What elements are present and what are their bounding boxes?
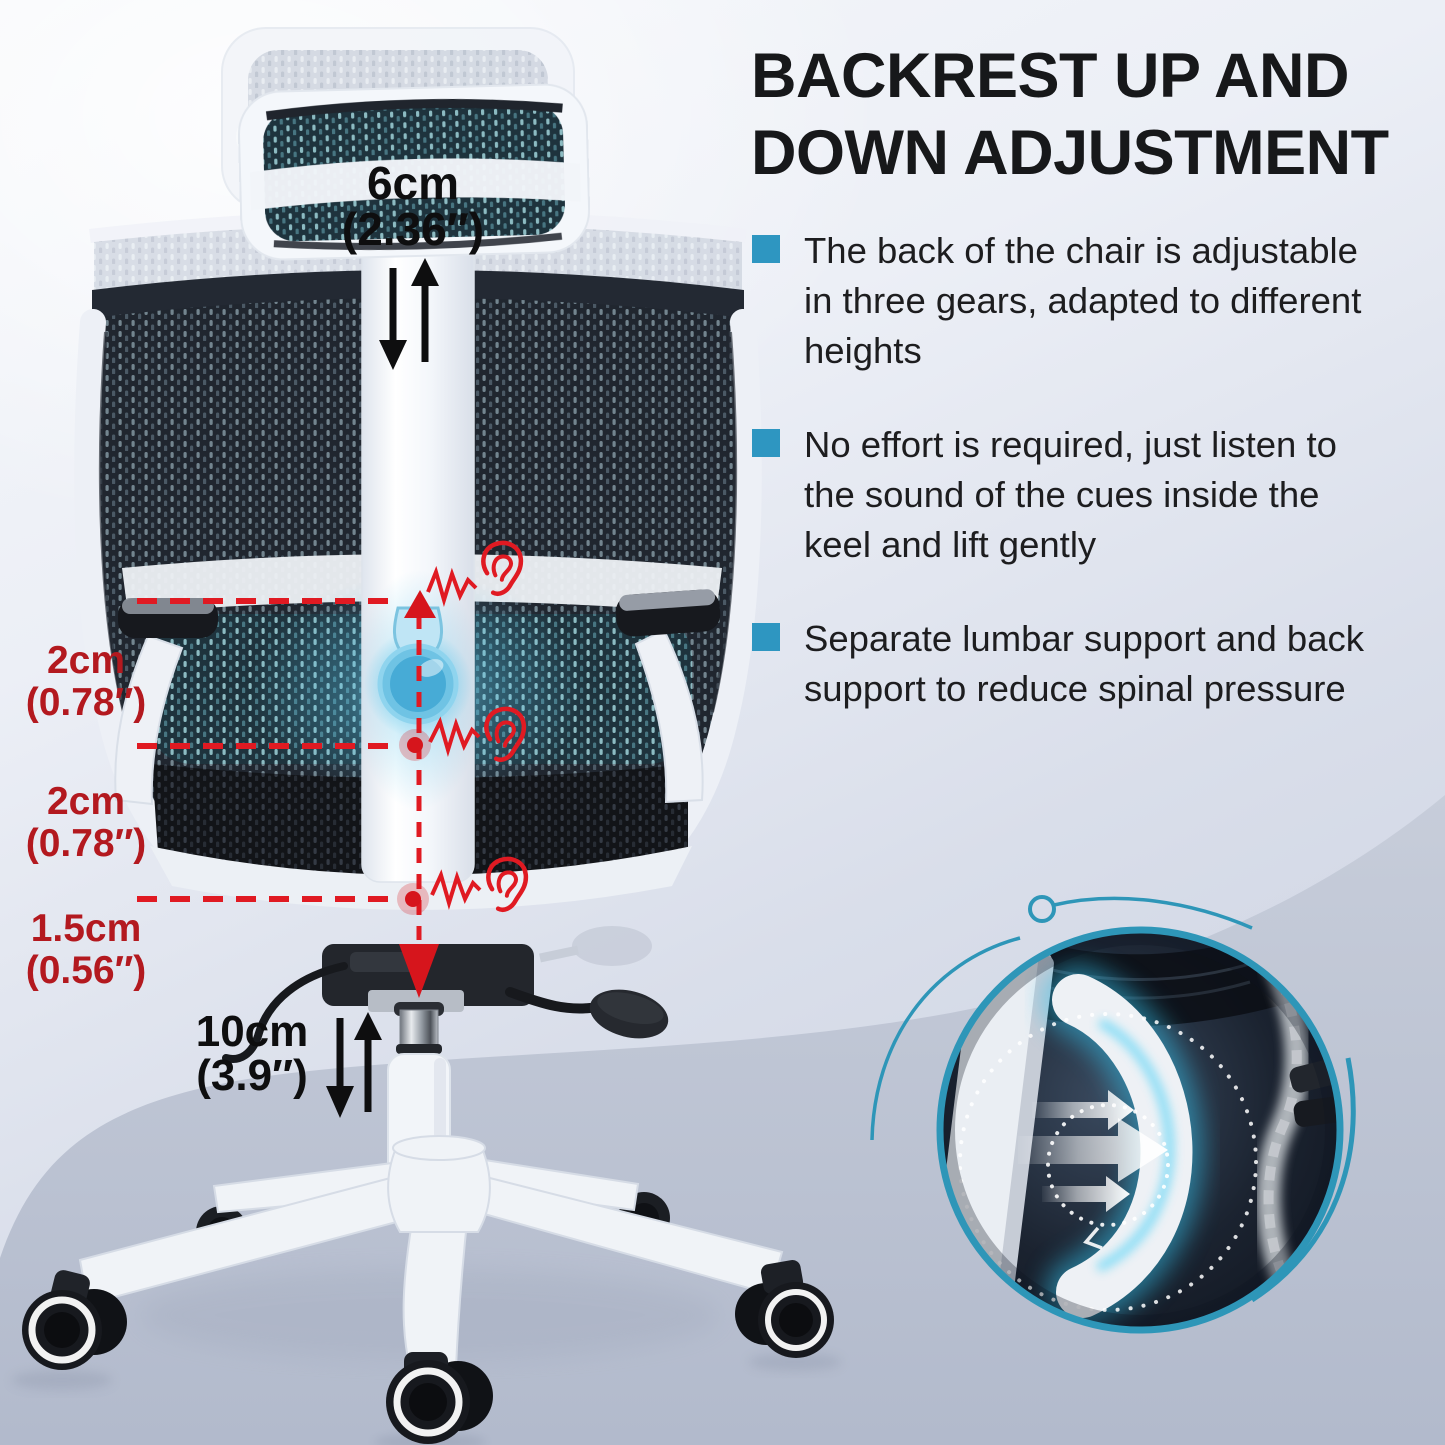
measurement-gear-gap-1: 2cm (0.78″) <box>4 640 168 724</box>
measurement-imperial: (0.56″) <box>25 949 147 992</box>
square-bullet-icon <box>752 429 780 457</box>
inset-ring <box>936 926 1344 1334</box>
caster-left <box>12 1270 127 1390</box>
measurement-gear-gap-3: 1.5cm (0.56″) <box>0 908 172 992</box>
measurement-value: 1.5cm <box>30 907 142 950</box>
measurement-gear-gap-2: 2cm (0.78″) <box>4 781 168 865</box>
spine-xray <box>1256 952 1309 1298</box>
decorative-arc-right <box>1250 1057 1356 1303</box>
square-bullet-icon <box>752 235 780 263</box>
measurement-headrest-travel: 6cm (2.36″) <box>288 160 538 252</box>
headrest-bracket <box>250 158 581 211</box>
measurement-imperial: (2.36″) <box>341 203 485 255</box>
down-arrow-icon <box>399 944 439 998</box>
gear-dot-bottom <box>405 891 421 907</box>
armrest-right <box>615 589 721 804</box>
measurement-imperial: (0.78″) <box>25 681 147 724</box>
callout-dot-icon <box>1028 895 1056 923</box>
feature-item-effortless: No effort is required, just listen to th… <box>752 420 1392 570</box>
decorative-arc-left <box>870 936 1021 1141</box>
measurement-value: 2cm <box>46 639 126 682</box>
lumbar-adjust-knob <box>364 606 472 738</box>
feature-text: Separate lumbar support and back support… <box>804 618 1365 709</box>
measurement-imperial: (0.78″) <box>25 822 147 865</box>
five-star-base <box>78 1135 784 1369</box>
callout-line <box>1053 896 1253 930</box>
adjustment-annotations <box>137 541 529 998</box>
measurement-value: 10cm <box>195 1007 309 1056</box>
armrest-left <box>114 598 218 806</box>
up-down-arrow-icon <box>326 258 439 1118</box>
feature-item-gears: The back of the chair is adjustable in t… <box>752 226 1392 376</box>
lumbar-detail-inset <box>870 895 1356 1334</box>
gear-dot-mid <box>407 737 423 753</box>
headrest <box>237 83 591 261</box>
feature-item-lumbar: Separate lumbar support and back support… <box>752 614 1392 714</box>
feature-text: No effort is required, just listen to th… <box>804 424 1337 565</box>
title-line-2: DOWN ADJUSTMENT <box>751 118 1389 188</box>
click-zigzag-icon <box>426 565 482 911</box>
up-arrow-icon <box>404 590 436 618</box>
measurement-gas-lift: 10cm (3.9″) <box>126 1010 378 1098</box>
right-arrows-icon <box>1018 1090 1168 1212</box>
caster-right <box>735 1260 841 1371</box>
feature-text: The back of the chair is adjustable in t… <box>804 230 1362 371</box>
height-lever <box>222 962 348 1063</box>
caster-front <box>374 1352 493 1445</box>
title-line-1: BACKREST UP AND <box>751 41 1350 111</box>
measurement-imperial: (3.9″) <box>196 1051 308 1100</box>
square-bullet-icon <box>752 623 780 651</box>
page-title: BACKREST UP AND DOWN ADJUSTMENT <box>751 38 1441 192</box>
measurement-value: 2cm <box>46 780 126 823</box>
chair-base-assembly <box>12 944 841 1445</box>
feature-list: The back of the chair is adjustable in t… <box>752 226 1392 758</box>
measurement-value: 6cm <box>366 157 460 209</box>
tilt-lever <box>505 987 595 1014</box>
